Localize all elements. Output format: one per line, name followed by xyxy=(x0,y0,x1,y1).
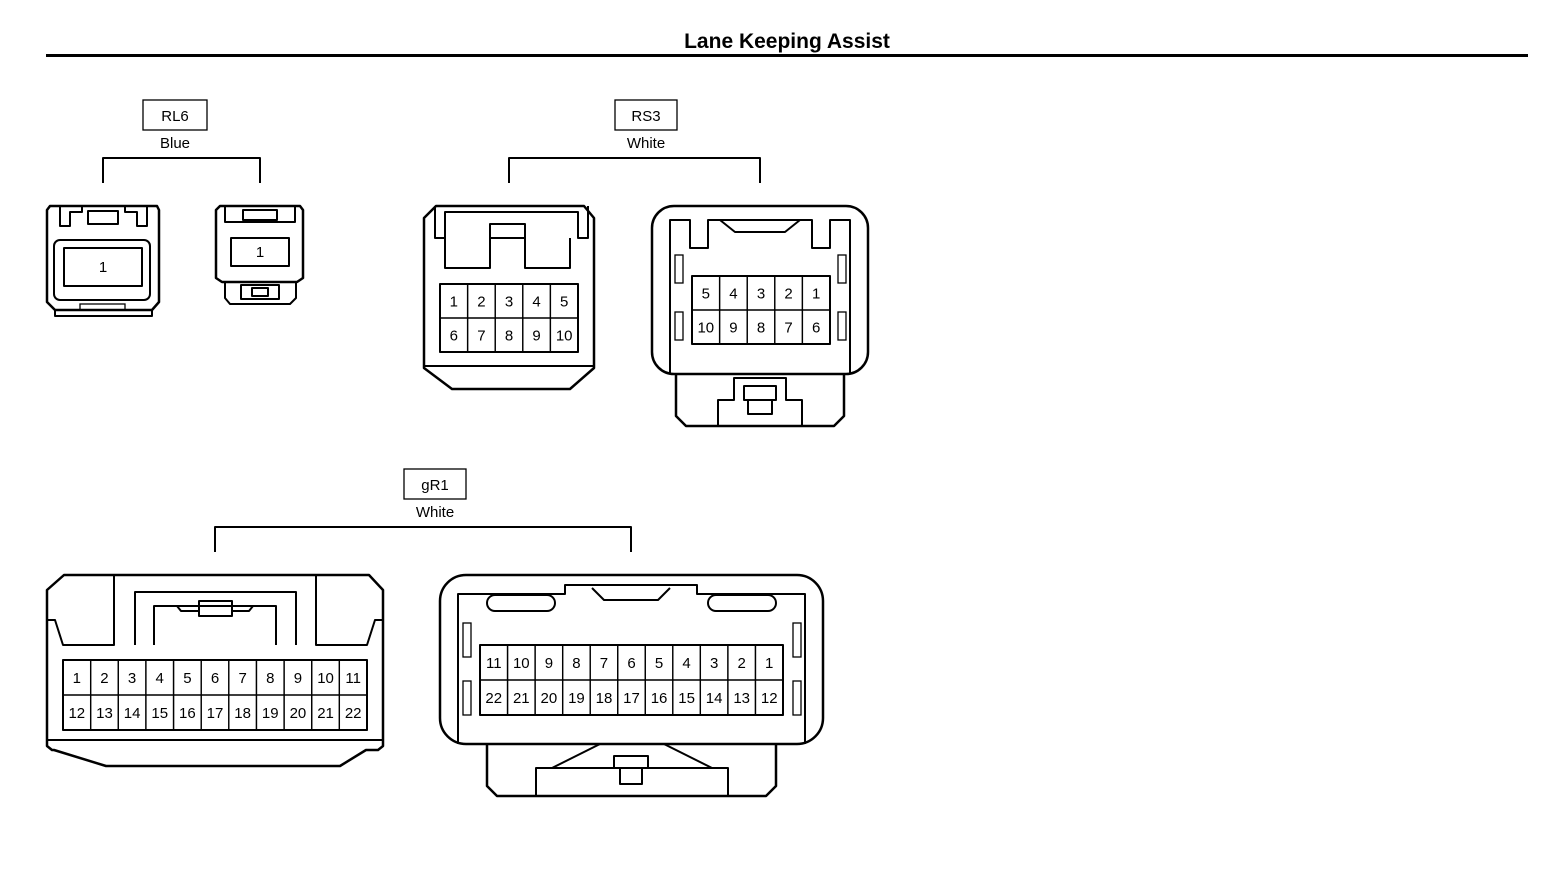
pin-number: 20 xyxy=(541,690,558,707)
pin-number: 7 xyxy=(238,670,246,687)
pin-cell xyxy=(338,694,368,731)
pin-cell xyxy=(754,679,784,716)
pin-grid: 1 2 3 4 5 6 7 8 9 10 xyxy=(439,283,579,353)
pin-number: 21 xyxy=(513,690,530,707)
connector-male-view: 1 xyxy=(214,204,305,305)
pin-number: 3 xyxy=(505,294,513,311)
pin-number: 1 xyxy=(256,244,264,261)
pin-number: 17 xyxy=(207,705,224,722)
pin-number: 10 xyxy=(697,320,714,337)
pin-number: 19 xyxy=(262,705,279,722)
pin-number: 18 xyxy=(234,705,251,722)
pin-number: 10 xyxy=(556,328,573,345)
pin-number: 2 xyxy=(100,670,108,687)
connector-bracket xyxy=(214,526,632,552)
pin-number: 22 xyxy=(345,705,362,722)
connector-id: gR1 xyxy=(421,477,449,494)
pin-number: 3 xyxy=(710,655,718,672)
pin-number: 16 xyxy=(651,690,668,707)
pin-number: 13 xyxy=(733,690,750,707)
pin-number: 10 xyxy=(513,655,530,672)
connector-male-view: 5 4 3 2 1 10 9 8 7 6 xyxy=(650,204,870,428)
pin-number: 6 xyxy=(450,328,458,345)
pin-number: 16 xyxy=(179,705,196,722)
pin-number: 8 xyxy=(572,655,580,672)
connector-rl6: RL6 Blue 1 1 xyxy=(45,99,305,317)
pin-number: 3 xyxy=(128,670,136,687)
page-title: Lane Keeping Assist xyxy=(684,30,890,53)
pin-number: 20 xyxy=(290,705,307,722)
pin-number: 2 xyxy=(784,286,792,303)
pin-number: 4 xyxy=(729,286,737,303)
pin-number: 5 xyxy=(655,655,663,672)
pin-number: 9 xyxy=(294,670,302,687)
pin-number: 12 xyxy=(761,690,778,707)
pin-cell xyxy=(801,309,831,345)
pin-number: 1 xyxy=(73,670,81,687)
pin-number: 14 xyxy=(706,690,723,707)
connector-id-box xyxy=(614,99,678,131)
connector-id: RL6 xyxy=(161,108,189,125)
pin-number: 9 xyxy=(729,320,737,337)
connector-bracket xyxy=(508,157,761,183)
pin-number: 4 xyxy=(156,670,164,687)
pin-number: 8 xyxy=(757,320,765,337)
connector-color: Blue xyxy=(160,135,190,152)
pin-number: 5 xyxy=(702,286,710,303)
pin-number: 5 xyxy=(560,294,568,311)
pin-number: 15 xyxy=(678,690,695,707)
pin-number: 1 xyxy=(765,655,773,672)
pin-number: 14 xyxy=(124,705,141,722)
connector-id: RS3 xyxy=(631,108,660,125)
connector-rs3: RS3 White 1 2 3 4 5 6 7 8 9 10 5 4 3 2 1 10 9 8 7 6 xyxy=(422,99,870,428)
connector-female-view: 1 xyxy=(45,204,161,317)
pin-number: 2 xyxy=(477,294,485,311)
connector-female-view: 1 2 3 4 5 6 7 8 9 10 xyxy=(422,204,596,391)
pin-number: 1 xyxy=(812,286,820,303)
pin-number: 8 xyxy=(505,328,513,345)
pin-number: 13 xyxy=(96,705,113,722)
pin-number: 1 xyxy=(99,259,107,276)
pin-number: 3 xyxy=(757,286,765,303)
pin-grid: 5 4 3 2 1 10 9 8 7 6 xyxy=(691,275,831,345)
pin-number: 4 xyxy=(532,294,540,311)
pin-number: 11 xyxy=(345,670,361,687)
pin-number: 7 xyxy=(477,328,485,345)
pin-number: 6 xyxy=(211,670,219,687)
pin-number: 7 xyxy=(784,320,792,337)
pin-number: 18 xyxy=(596,690,613,707)
pin-number: 11 xyxy=(486,655,502,672)
pin-number: 4 xyxy=(682,655,690,672)
connector-id-box xyxy=(403,468,467,500)
pin-number: 19 xyxy=(568,690,585,707)
connector-bracket xyxy=(102,157,261,183)
pin-number: 9 xyxy=(532,328,540,345)
pin-number: 2 xyxy=(738,655,746,672)
pin-number: 22 xyxy=(485,690,502,707)
pin-number: 6 xyxy=(812,320,820,337)
connector-color: White xyxy=(416,504,454,521)
pin-cell xyxy=(549,317,579,353)
pin-number: 17 xyxy=(623,690,640,707)
pin-number: 7 xyxy=(600,655,608,672)
pin-number: 15 xyxy=(151,705,168,722)
pin-number: 9 xyxy=(545,655,553,672)
pin-number: 12 xyxy=(68,705,85,722)
pin-number: 8 xyxy=(266,670,274,687)
pin-number: 1 xyxy=(450,294,458,311)
pin-number: 6 xyxy=(627,655,635,672)
pin-number: 10 xyxy=(317,670,334,687)
connector-id-box xyxy=(142,99,208,131)
pin-number: 5 xyxy=(183,670,191,687)
pin-number: 21 xyxy=(317,705,334,722)
connector-color: White xyxy=(627,135,665,152)
